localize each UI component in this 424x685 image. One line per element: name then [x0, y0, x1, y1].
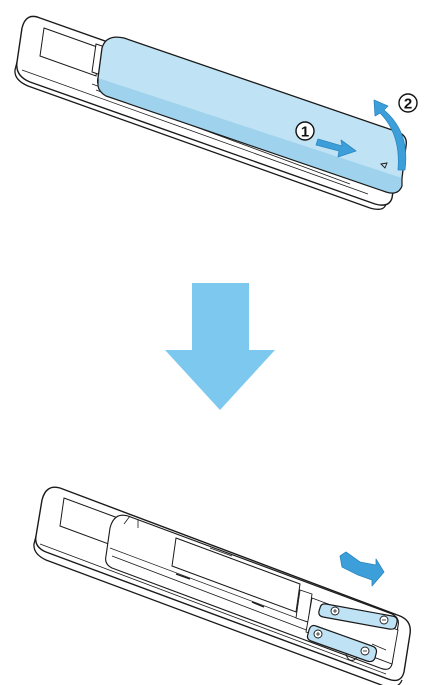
battery-cover-edge: [97, 78, 403, 194]
down-arrow-icon: [165, 283, 275, 410]
cover-triangle-mark: [380, 162, 388, 169]
step-1-marker: 1: [295, 121, 315, 141]
step-1-slide-arrow: [315, 138, 357, 158]
compartment-label-panel: [171, 537, 301, 613]
step-2-number: 2: [404, 96, 412, 113]
remote-open-side: [33, 535, 403, 685]
battery-upper: [318, 603, 398, 630]
remote-body-side: [14, 61, 387, 210]
insert-battery-arrow: [339, 551, 385, 587]
step-1-number: 1: [301, 124, 309, 141]
step-2-marker: 2: [398, 93, 418, 113]
step-2-lift-arrow: [373, 99, 407, 171]
remote-top-window: [39, 27, 101, 77]
remote-with-cover: [14, 15, 407, 210]
battery-lower: [306, 624, 378, 663]
